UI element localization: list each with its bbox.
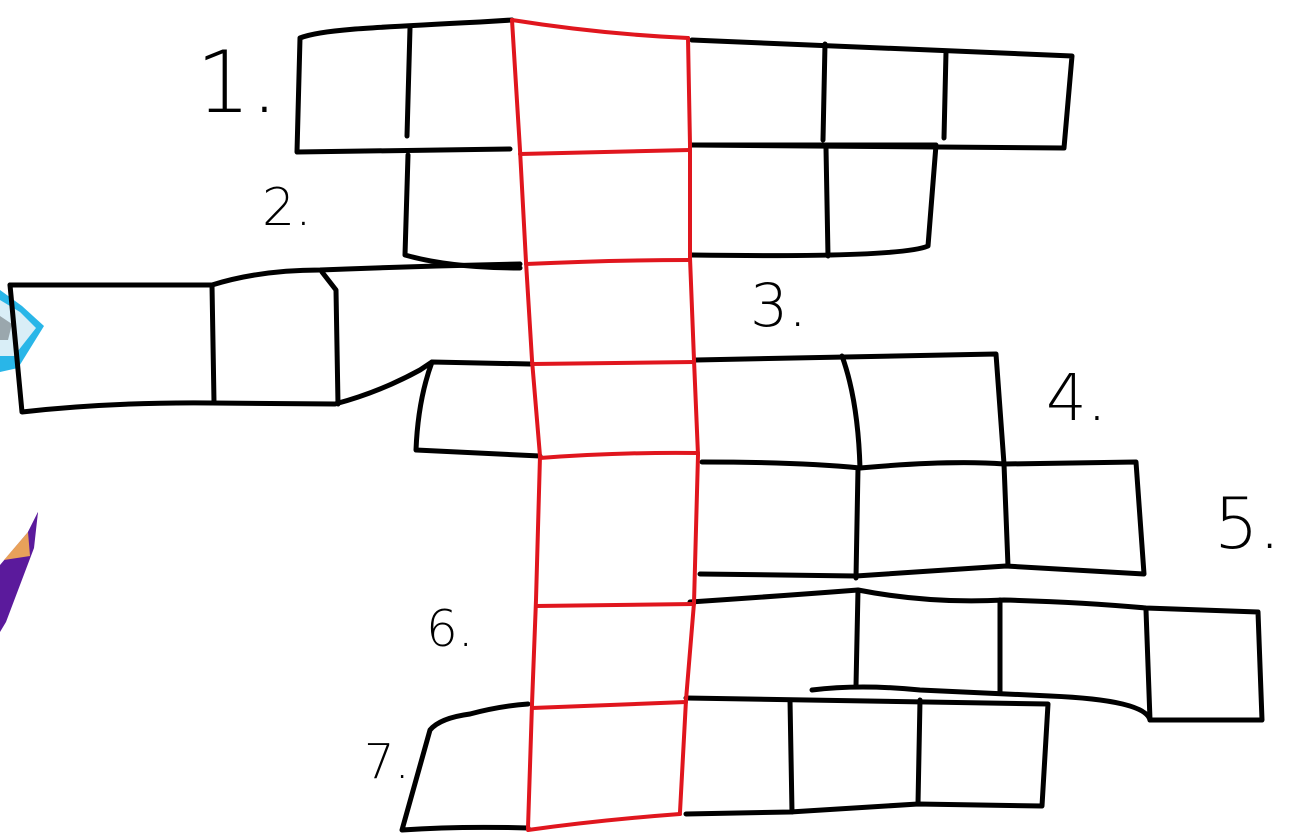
row-4-cells (416, 354, 1004, 468)
eraser-icon (0, 290, 44, 372)
solution-divider-3 (532, 362, 694, 364)
solution-divider-4 (540, 453, 698, 458)
row-5-cells (700, 462, 1144, 578)
clue-number-1: 1. (196, 33, 278, 133)
solution-divider-2 (526, 260, 690, 264)
pencil-icon (0, 512, 38, 632)
solution-column (512, 20, 698, 830)
solution-divider-5 (536, 604, 694, 606)
clue-number-7: 7. (364, 734, 410, 790)
clue-number-5: 5. (1214, 483, 1281, 565)
solution-divider-1 (520, 150, 690, 154)
row-3-cells (10, 264, 520, 412)
clue-number-4: 4. (1046, 362, 1107, 436)
clue-number-3: 3. (750, 271, 807, 341)
solution-divider-6 (532, 702, 686, 708)
row-2-cells (405, 145, 936, 268)
solution-top-border (512, 20, 688, 38)
row-7-cells (402, 698, 1048, 830)
clue-number-6: 6. (426, 600, 474, 658)
clue-number-2: 2. (262, 178, 312, 238)
solution-bottom-border (528, 814, 680, 830)
